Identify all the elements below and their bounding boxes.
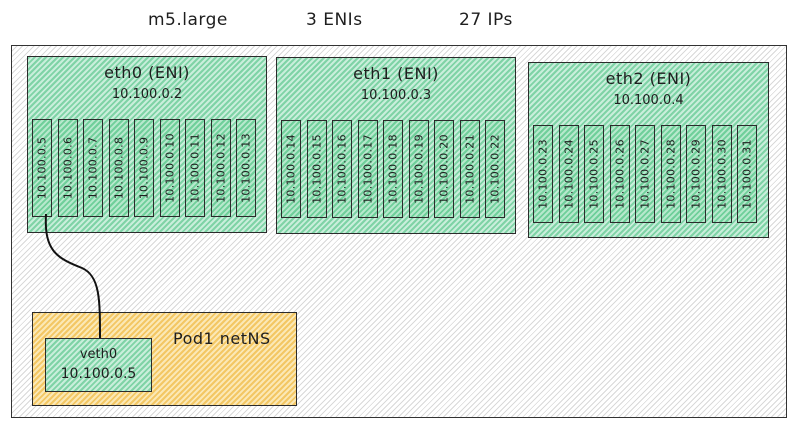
ip-slot-label: 10.100.0.16 bbox=[335, 134, 349, 204]
ip-slot: 10.100.0.18 bbox=[383, 120, 403, 218]
eni-name: eth1 (ENI) bbox=[353, 64, 439, 83]
ip-slot: 10.100.0.21 bbox=[459, 120, 480, 218]
ip-slot-label: 10.100.0.9 bbox=[137, 136, 151, 200]
ip-slot-label: 10.100.0.11 bbox=[188, 133, 202, 203]
ip-slot: 10.100.0.11 bbox=[185, 119, 205, 217]
ip-slot: 10.100.0.8 bbox=[108, 119, 129, 217]
ip-slot: 10.100.0.15 bbox=[306, 120, 327, 218]
ip-slot: 10.100.0.27 bbox=[635, 125, 655, 223]
ip-slot: 10.100.0.14 bbox=[281, 120, 301, 218]
eni-name: eth2 (ENI) bbox=[605, 69, 692, 88]
ip-slot: 10.100.0.25 bbox=[584, 125, 604, 223]
ip-slot: 10.100.0.24 bbox=[558, 125, 579, 223]
ip-slot: 10.100.0.30 bbox=[711, 125, 732, 223]
eni-box-eth2: eth2 (ENI) 10.100.0.4 10.100.0.23 10.100.… bbox=[528, 62, 769, 238]
ip-slot: 10.100.0.28 bbox=[660, 125, 681, 223]
ip-slot: 10.100.0.23 bbox=[533, 125, 553, 223]
ip-slot: 10.100.0.16 bbox=[332, 120, 352, 218]
ip-slot-label: 10.100.0.28 bbox=[664, 139, 677, 209]
ip-slot: 10.100.0.29 bbox=[686, 125, 706, 223]
ip-slot-label: 10.100.0.31 bbox=[740, 139, 754, 209]
ip-slot: 10.100.0.22 bbox=[485, 120, 505, 218]
ip-slot-label: 10.100.0.22 bbox=[488, 134, 502, 204]
ip-slot-label: 10.100.0.6 bbox=[61, 136, 74, 200]
eni-primary-ip: 10.100.0.3 bbox=[360, 88, 432, 103]
veth-box: veth0 10.100.0.5 bbox=[45, 338, 152, 392]
ip-slot: 10.100.0.10 bbox=[159, 119, 180, 217]
ip-slot-label: 10.100.0.14 bbox=[284, 134, 298, 204]
ip-slot-label: 10.100.0.29 bbox=[689, 139, 703, 209]
ip-slot-label: 10.100.0.18 bbox=[386, 134, 400, 204]
eni-primary-ip: 10.100.0.2 bbox=[111, 87, 183, 102]
ip-slot: 10.100.0.19 bbox=[408, 120, 429, 218]
ip-slot: 10.100.0.17 bbox=[357, 120, 378, 218]
eni-count-label: 3 ENIs bbox=[306, 10, 363, 30]
ip-slot: 10.100.0.7 bbox=[83, 119, 103, 217]
eni-box-eth1: eth1 (ENI) 10.100.0.3 10.100.0.14 10.100.… bbox=[276, 57, 516, 234]
ip-slot-label: 10.100.0.21 bbox=[463, 134, 476, 204]
eni-primary-ip: 10.100.0.4 bbox=[613, 93, 684, 108]
ip-slot-label: 10.100.0.5 bbox=[35, 136, 49, 200]
ip-slot-label: 10.100.0.8 bbox=[112, 136, 125, 200]
ip-slot-label: 10.100.0.27 bbox=[638, 139, 652, 209]
eni-box-eth0: eth0 (ENI) 10.100.0.2 10.100.0.5 10.100.0… bbox=[27, 56, 267, 233]
instance-type-label: m5.large bbox=[148, 10, 228, 30]
ip-slot-label: 10.100.0.17 bbox=[361, 134, 374, 204]
veth-ip: 10.100.0.5 bbox=[60, 366, 137, 382]
ip-slot: 10.100.0.20 bbox=[434, 120, 454, 218]
ip-slot-label: 10.100.0.13 bbox=[239, 133, 253, 203]
ip-slot: 10.100.0.13 bbox=[236, 119, 256, 217]
ip-count-label: 27 IPs bbox=[459, 10, 513, 30]
ip-slot-label: 10.100.0.23 bbox=[536, 139, 550, 209]
ip-slot-label: 10.100.0.24 bbox=[562, 139, 575, 209]
veth-name: veth0 bbox=[79, 347, 118, 362]
ip-slot: 10.100.0.31 bbox=[737, 125, 757, 223]
ip-slot-label: 10.100.0.20 bbox=[437, 134, 451, 204]
ip-slot-label: 10.100.0.26 bbox=[613, 139, 626, 209]
ip-slot-label: 10.100.0.10 bbox=[163, 133, 176, 203]
ip-slot: 10.100.0.12 bbox=[210, 119, 231, 217]
ip-slot-label: 10.100.0.19 bbox=[412, 134, 425, 204]
ip-slot-label: 10.100.0.12 bbox=[214, 133, 227, 203]
pod-name: Pod1 netNS bbox=[173, 329, 271, 348]
ip-slot-label: 10.100.0.30 bbox=[715, 139, 728, 209]
ip-slot-label: 10.100.0.7 bbox=[86, 136, 100, 200]
ip-slot-label: 10.100.0.25 bbox=[587, 139, 601, 209]
ip-slot: 10.100.0.26 bbox=[609, 125, 630, 223]
ip-slot: 10.100.0.6 bbox=[57, 119, 78, 217]
ip-slot-label: 10.100.0.15 bbox=[310, 134, 323, 204]
ip-slot: 10.100.0.5 bbox=[32, 119, 52, 217]
ip-slot: 10.100.0.9 bbox=[134, 119, 154, 217]
eni-name: eth0 (ENI) bbox=[104, 63, 190, 82]
